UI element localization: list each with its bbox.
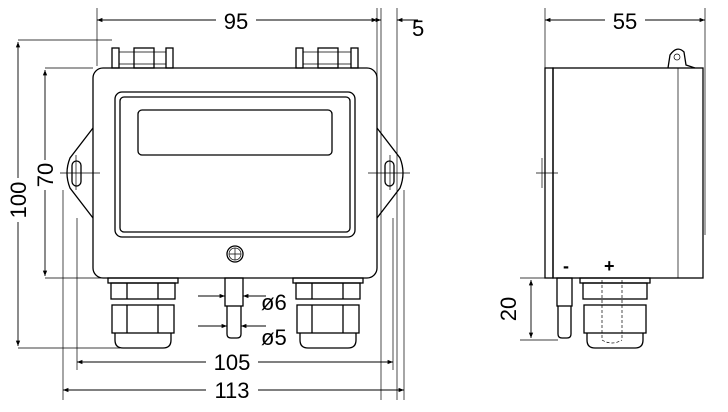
probe-outer-diameter-label: ø6 (261, 290, 287, 315)
dim-55-label: 55 (613, 9, 637, 34)
side-probe (556, 277, 573, 339)
screw-icon (226, 245, 244, 263)
dim-105-label: 105 (214, 350, 251, 375)
plus-port-label: + (604, 256, 615, 276)
left-mounting-slot (71, 160, 82, 187)
dim-5-label: 5 (412, 16, 424, 41)
side-cable-gland (579, 277, 651, 349)
dim-70-label: 70 (33, 163, 58, 187)
side-mounting-tab (667, 48, 696, 69)
probe-inner-diameter-label: ø5 (261, 325, 287, 350)
dim-100-label: 100 (6, 182, 31, 219)
dim-95-label: 95 (224, 9, 248, 34)
dim-113-label: 113 (214, 378, 249, 403)
right-cable-gland (292, 277, 364, 349)
lid-inner (119, 96, 351, 233)
dim-20-label: 20 (496, 297, 521, 321)
minus-port-label: - (563, 256, 569, 276)
housing-side (552, 67, 704, 279)
display-window (137, 109, 333, 156)
lid-frame (114, 91, 356, 238)
side-view: 55 - + 20 (496, 8, 706, 349)
front-dimensions: 95 5 100 70 105 113 ø6 ø5 (6, 8, 424, 403)
front-view (60, 47, 410, 349)
right-top-connector (295, 47, 359, 69)
right-mounting-slot (384, 160, 395, 187)
left-top-connector (111, 47, 174, 69)
left-cable-gland (107, 277, 179, 349)
pressure-probe (224, 277, 244, 339)
